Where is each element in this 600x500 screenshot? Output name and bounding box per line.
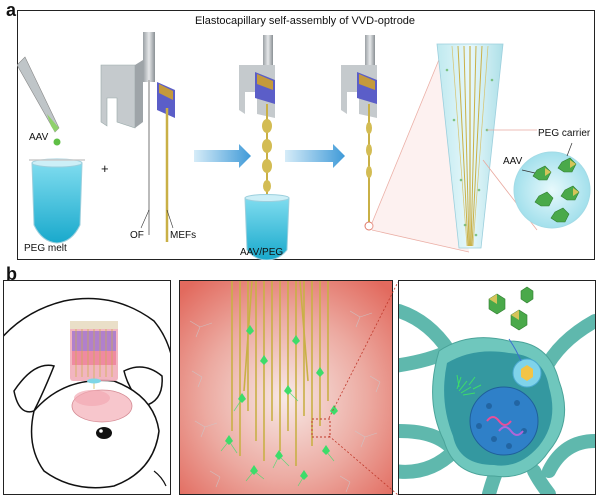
label-aav-inset: AAV (503, 156, 523, 167)
panel-b-mouse-frame (3, 280, 171, 495)
optrode-cone (436, 43, 504, 249)
label-plus: + (101, 161, 109, 176)
label-peg-melt: PEG melt (24, 243, 67, 254)
aav-droplet (53, 138, 61, 146)
pipette (17, 56, 61, 146)
aav-particles (532, 157, 580, 223)
stage1-holder (100, 32, 175, 242)
panel-b-tissue-frame (179, 280, 393, 495)
label-aav: AAV (29, 132, 49, 143)
process-arrow-1 (194, 144, 251, 168)
left-ear (13, 364, 56, 413)
stage2-holder (239, 35, 290, 260)
cell-illustration (399, 281, 595, 494)
endosome (512, 358, 542, 388)
label-of: OF (130, 230, 144, 241)
label-aav-peg: AAV/PEG (240, 247, 284, 258)
tissue-illustration (180, 281, 392, 494)
panel-a-illustration (17, 32, 591, 260)
mouse-illustration (4, 297, 170, 489)
panel-a-letter: a (6, 0, 17, 20)
fiber-bundle (231, 281, 329, 466)
incoming-aav (488, 286, 534, 331)
peg-melt-tube (29, 158, 85, 244)
transfected-neurons (225, 325, 338, 480)
aav-inset (513, 142, 591, 229)
stage3-holder (341, 35, 377, 231)
optrode-implant (70, 321, 118, 389)
panel-b-letter: b (6, 264, 17, 284)
process-arrow-2 (285, 144, 345, 168)
panel-b-cell-frame (398, 280, 596, 495)
label-mefs: MEFs (170, 230, 197, 241)
protein-cluster (456, 374, 482, 396)
nucleus (469, 386, 539, 456)
panel-a-title: Elastocapillary self-assembly of VVD-opt… (194, 15, 416, 27)
zoom-box (311, 418, 331, 438)
mouse-nose (153, 470, 167, 487)
label-peg-carrier: PEG carrier (538, 128, 591, 139)
